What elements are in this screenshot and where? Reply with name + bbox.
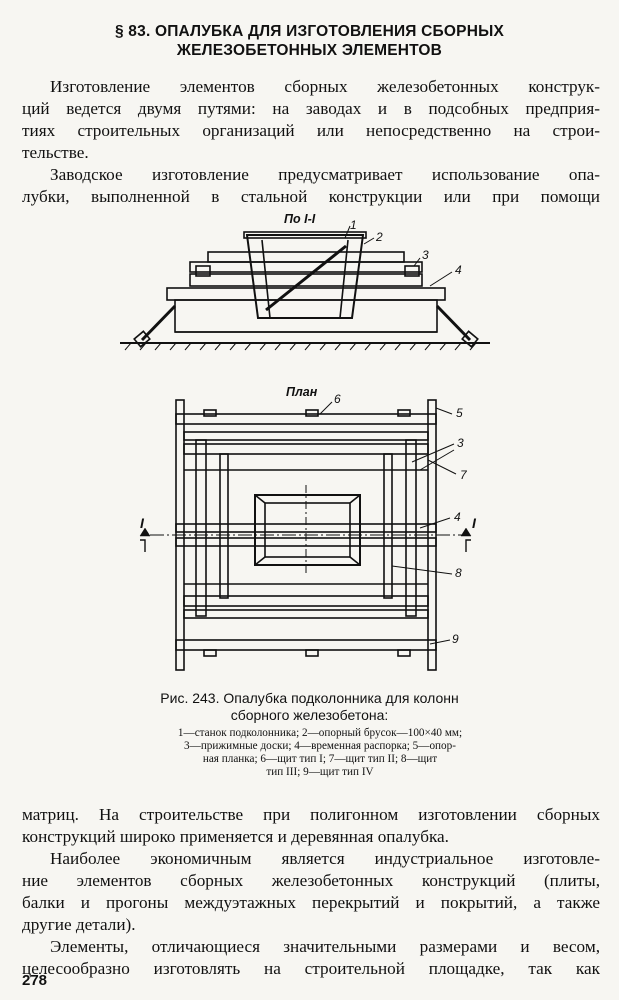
callout-5: 5 xyxy=(456,406,463,420)
paragraph-line: балки и прогоны междуэтажных перекрытий … xyxy=(22,893,600,912)
callout-8: 8 xyxy=(455,566,462,580)
section-mark-right: I xyxy=(472,515,476,531)
mould-body xyxy=(245,234,365,319)
legend-line: 3—прижимные доски; 4—временная распорка;… xyxy=(184,740,456,752)
heading-line-2: ЖЕЛЕЗОБЕТОННЫХ ЭЛЕМЕНТОВ xyxy=(176,42,443,59)
paragraph-line: Элементы, отличающиеся значительными раз… xyxy=(50,937,600,956)
paragraph-line: тиях строительных организаций или непоср… xyxy=(22,121,600,140)
paragraph-line: Заводское изготовление предусматривает и… xyxy=(50,165,600,184)
section-mark-left: I xyxy=(140,515,144,531)
paragraph-line: Изготовление элементов сборных железобет… xyxy=(50,77,600,96)
callout-3: 3 xyxy=(422,248,429,262)
ground-hatch xyxy=(124,342,477,351)
base-frame xyxy=(174,299,438,333)
column-mould xyxy=(254,494,361,566)
caption-title-line: Рис. 243. Опалубка подколонника для коло… xyxy=(160,690,459,706)
paragraph-4: Наиболее экономичным является индустриал… xyxy=(22,848,600,936)
section-label: По I-I xyxy=(284,212,316,226)
paragraph-3: матриц. На строительстве при полигонном … xyxy=(22,804,600,848)
paragraph-line: другие детали). xyxy=(22,915,136,934)
callout-7: 7 xyxy=(460,468,467,482)
callout-2: 2 xyxy=(376,230,383,244)
paragraph-5: Элементы, отличающиеся значительными раз… xyxy=(22,936,600,980)
figure-legend: 1—станок подколонника; 2—опорный брусок—… xyxy=(140,727,500,779)
callout-9: 9 xyxy=(452,632,459,646)
heading-line-1: § 83. ОПАЛУБКА ДЛЯ ИЗГОТОВЛЕНИЯ СБОРНЫХ xyxy=(114,23,504,40)
callout-6: 6 xyxy=(334,392,341,406)
figure-caption: Рис. 243. Опалубка подколонника для коло… xyxy=(0,690,619,724)
legend-line: 1—станок подколонника; 2—опорный брусок—… xyxy=(177,727,463,739)
paragraph-line: конструкций широко применяется и деревян… xyxy=(22,827,449,846)
callout-3b: 3 xyxy=(457,436,464,450)
paragraph-2: Заводское изготовление предусматривает и… xyxy=(22,164,600,208)
paragraph-line: матриц. На строительстве при полигонном … xyxy=(22,805,600,824)
paragraph-line: Наиболее экономичным является индустриал… xyxy=(50,849,600,868)
callout-1: 1 xyxy=(350,218,357,232)
paragraph-line: тельстве. xyxy=(22,143,89,162)
callout-4b: 4 xyxy=(454,510,461,524)
paragraph-line: ций ведется двумя путями: на заводах и в… xyxy=(22,99,600,118)
caption-title-line: сборного железобетона: xyxy=(230,707,389,723)
board-upper xyxy=(189,261,423,273)
paragraph-line: целесообразно изготовлять на строительно… xyxy=(22,959,600,978)
base-beam-top xyxy=(166,287,446,301)
legend-line: тип III; 9—щит тип IV xyxy=(266,766,374,778)
legend-line: ная планка; 6—щит тип I; 7—щит тип II; 8… xyxy=(202,753,438,765)
paragraph-line: лубки, выполненной в стальной конструкци… xyxy=(22,187,600,206)
paragraph-1: Изготовление элементов сборных железобет… xyxy=(22,76,600,164)
plan-label: План xyxy=(286,385,318,399)
page-number: 278 xyxy=(22,972,48,989)
callout-4: 4 xyxy=(455,263,462,277)
paragraph-line: ние элементов сборных железобетонных кон… xyxy=(22,871,600,890)
section-heading: § 83. ОПАЛУБКА ДЛЯ ИЗГОТОВЛЕНИЯ СБОРНЫХ … xyxy=(0,22,619,60)
